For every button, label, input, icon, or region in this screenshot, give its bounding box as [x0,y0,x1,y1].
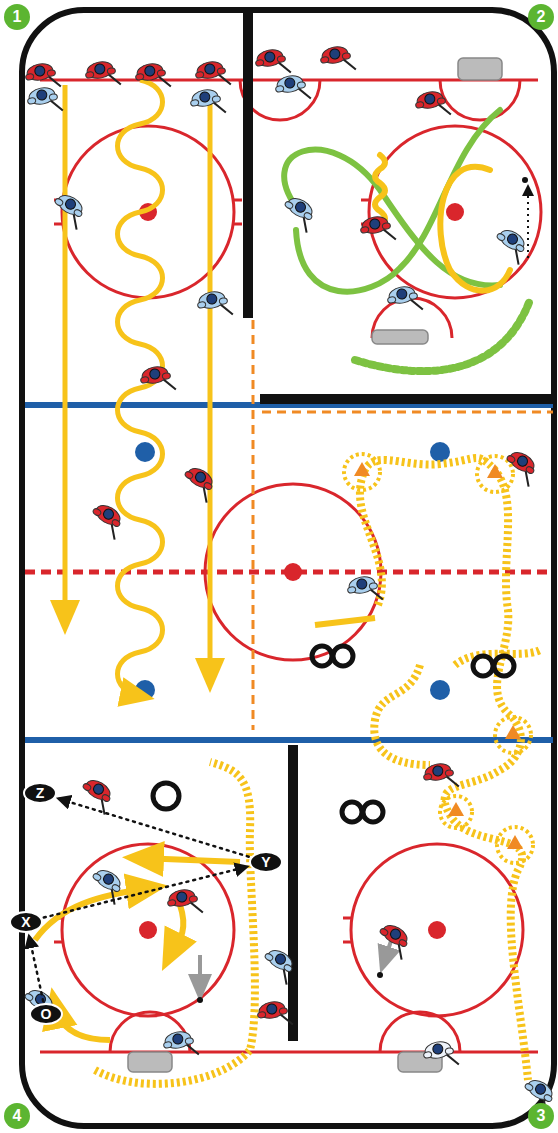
hockey-player [162,1029,199,1060]
hockey-player [256,999,293,1030]
zone-number: 1 [4,4,30,30]
hockey-player [274,73,311,104]
callout-number: 2 [537,9,546,25]
hockey-player [166,887,203,918]
zone-number: 3 [528,1103,554,1129]
hockey-player [254,47,291,78]
pass-arrow [44,867,247,918]
hockey-player [346,574,383,605]
hockey-player [26,85,63,116]
hockey-player [196,289,233,320]
pass-arrow [58,799,248,857]
hockey-player [194,59,231,90]
hockey-player [359,214,396,245]
hockey-player [490,226,532,265]
hockey-player [86,501,128,540]
hockey-player [414,89,451,120]
player-marker: X [9,911,43,933]
hockey-player [319,44,356,75]
player-marker: Z [23,782,57,804]
hockey-player [258,946,300,985]
hockey-player [48,191,90,230]
player-marker: O [29,1003,63,1025]
hockey-player [278,194,320,233]
callout-number: 4 [13,1108,22,1124]
zone-number: 4 [4,1103,30,1129]
zone-number: 2 [528,4,554,30]
hockey-player [76,776,118,815]
hockey-player [386,284,423,315]
hockey-player [373,921,415,960]
player-marker: Y [249,851,283,873]
player-letter: O [41,1007,52,1021]
hockey-player [189,87,226,118]
hockey-player [422,761,459,792]
hockey-player [84,59,121,90]
pass-arrow [29,936,43,1001]
player-letter: Y [261,855,270,869]
hockey-player [178,464,220,503]
callout-number: 3 [537,1108,546,1124]
player-letter: X [21,915,30,929]
callout-number: 1 [13,9,22,25]
hockey-player [500,448,542,487]
hockey-player [422,1039,459,1070]
player-letter: Z [36,786,45,800]
hockey-player [134,61,171,92]
hockey-player [139,364,176,395]
